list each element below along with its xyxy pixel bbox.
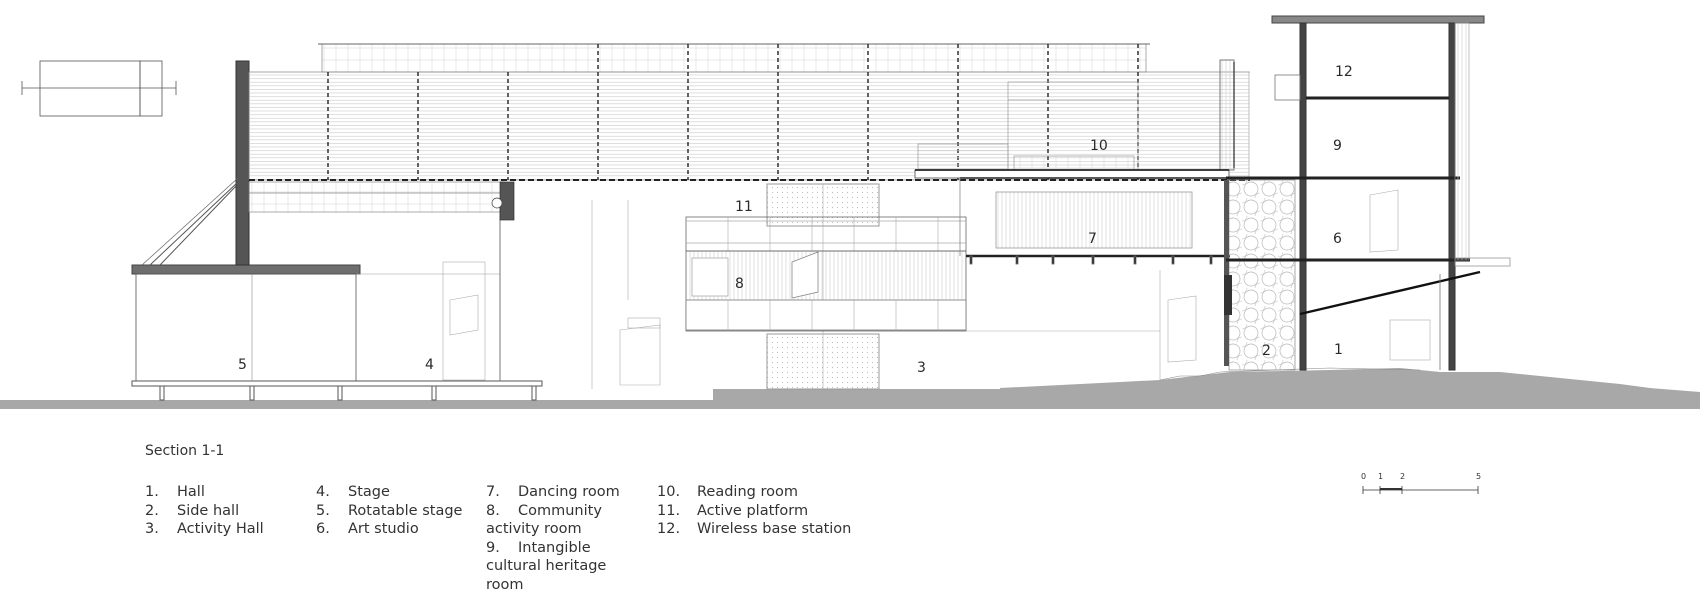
legend-num: 1. [145,483,177,502]
legend-num: 12. [657,520,697,539]
room-number-10: 10 [1090,138,1108,154]
legend-num: 3. [145,520,177,539]
room-number-12: 12 [1335,64,1353,80]
legend-label: Stage [348,483,390,502]
legend-label: Wireless base station [697,520,851,539]
legend-item: 8.Community activity room [486,502,636,539]
section-title: Section 1-1 [145,443,224,459]
legend-item: 7.Dancing room [486,483,636,502]
legend-item: 1.Hall [145,483,264,502]
room-number-1: 1 [1334,342,1343,358]
room-number-2: 2 [1262,343,1271,359]
legend-label: Hall [177,483,205,502]
legend-num: 6. [316,520,348,539]
scale-bar [1360,480,1480,500]
key-plan [22,61,176,116]
room-number-4: 4 [425,357,434,373]
room-number-7: 7 [1088,231,1097,247]
legend-column-3: 7.Dancing room 8.Community activity room… [486,483,636,594]
legend-label: Art studio [348,520,419,539]
legend-label: Dancing room [518,483,620,502]
room-number-6: 6 [1333,231,1342,247]
legend-item: 3.Activity Hall [145,520,264,539]
legend-item: 12.Wireless base station [657,520,851,539]
legend-label: Rotatable stage [348,502,462,521]
stone-wall [1224,180,1295,370]
left-wall [142,61,249,265]
legend-num: 4. [316,483,348,502]
legend-num: 9. [486,539,518,558]
legend-item: 11.Active platform [657,502,851,521]
legend-column-4: 10.Reading room 11.Active platform 12.Wi… [657,483,851,539]
community-room-box [686,251,966,331]
legend-num: 8. [486,502,518,521]
room-number-3: 3 [917,360,926,376]
mid-slab [249,182,514,220]
legend-label: Side hall [177,502,239,521]
section-drawing [0,0,1700,430]
scale-tick-2: 2 [1400,472,1405,481]
legend-label: Activity Hall [177,520,264,539]
legend-num: 11. [657,502,697,521]
legend-item: 4.Stage [316,483,462,502]
legend-label: Reading room [697,483,798,502]
legend-num: 2. [145,502,177,521]
room-number-5: 5 [238,357,247,373]
scale-tick-5: 5 [1476,472,1481,481]
room-number-11: 11 [735,199,753,215]
legend-column-1: 1.Hall 2.Side hall 3.Activity Hall [145,483,264,539]
legend-item: 2.Side hall [145,502,264,521]
legend-num: 5. [316,502,348,521]
room-number-8: 8 [735,276,744,292]
legend-num: 7. [486,483,518,502]
legend-column-2: 4.Stage 5.Rotatable stage 6.Art studio [316,483,462,539]
legend-item: 5.Rotatable stage [316,502,462,521]
legend-label: Active platform [697,502,808,521]
legend-num: 10. [657,483,697,502]
scale-tick-0: 0 [1361,472,1366,481]
room-number-9: 9 [1333,138,1342,154]
legend-item: 6.Art studio [316,520,462,539]
legend-item: 10.Reading room [657,483,851,502]
scale-tick-1: 1 [1378,472,1383,481]
